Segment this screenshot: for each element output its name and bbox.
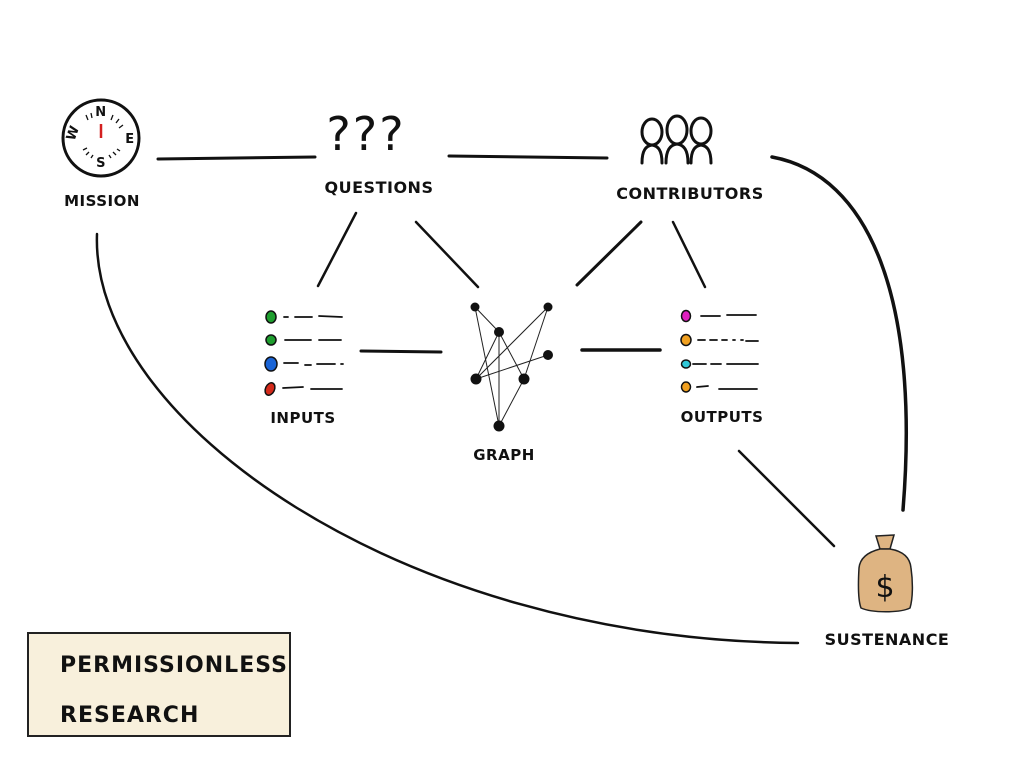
node-inputs: INPUTS: [264, 310, 344, 427]
compass-south: S: [96, 156, 106, 171]
graph-nodes: [470, 302, 553, 432]
input-row: [265, 334, 342, 346]
list-icon: [680, 309, 759, 393]
node-graph: GRAPH: [470, 302, 553, 464]
connector-contributors-outputs: [671, 220, 707, 289]
question-marks-icon: ???: [326, 107, 405, 161]
connector-questions-inputs: [316, 211, 358, 288]
money-bag-icon: $: [857, 534, 914, 613]
title-line-2: RESEARCH: [60, 703, 199, 728]
label-mission: MISSION: [64, 192, 140, 210]
node-sustenance: $ SUSTENANCE: [825, 534, 950, 649]
label-sustenance: SUSTENANCE: [825, 630, 950, 649]
graph-node: [470, 302, 480, 312]
compass-north: N: [95, 105, 106, 120]
title-box: PERMISSIONLESS RESEARCH: [27, 632, 291, 737]
connector-mission-questions: [156, 155, 317, 161]
graph-node: [494, 327, 504, 337]
output-row: [680, 333, 759, 347]
connector-questions-graph: [414, 220, 480, 289]
node-mission: N E S W MISSION: [61, 98, 141, 210]
label-outputs: OUTPUTS: [681, 408, 764, 426]
list-icon: [264, 310, 344, 396]
person-figure: [689, 116, 713, 165]
graph-node: [543, 350, 553, 360]
node-questions: ??? QUESTIONS: [325, 107, 434, 197]
input-row: [264, 382, 343, 396]
output-row: [680, 381, 758, 393]
input-row: [264, 356, 344, 372]
graph-edges: [474, 306, 549, 427]
graph-node: [493, 420, 505, 432]
label-questions: QUESTIONS: [325, 178, 434, 197]
person-figure: [664, 114, 690, 165]
people-icon: [640, 114, 713, 165]
connector-contributors-sustenance: [770, 155, 909, 512]
bullet-dot: [680, 309, 692, 323]
output-row: [680, 309, 757, 323]
title-line-1: PERMISSIONLESS: [60, 653, 288, 678]
connector-contributors-graph: [575, 220, 643, 287]
compass-icon: N E S W: [61, 98, 141, 178]
bullet-dot: [680, 359, 692, 369]
bullet-dot: [680, 333, 692, 347]
connector-mission-sustenance: [95, 232, 800, 645]
graph-node: [543, 302, 553, 312]
person-figure: [640, 117, 664, 165]
output-row: [680, 359, 759, 369]
label-graph: GRAPH: [473, 446, 535, 464]
graph-node: [470, 373, 482, 385]
node-contributors: CONTRIBUTORS: [616, 114, 763, 203]
connector-inputs-graph: [359, 349, 443, 354]
graph-node: [518, 373, 530, 385]
node-outputs: OUTPUTS: [680, 309, 764, 426]
bullet-dot: [265, 334, 277, 346]
connector-questions-contributors: [447, 154, 609, 160]
bullet-dot: [680, 381, 692, 393]
input-row: [265, 310, 343, 324]
connector-outputs-sustenance: [737, 449, 836, 548]
network-graph-icon: [470, 302, 553, 432]
compass-east: E: [125, 132, 134, 147]
bullet-dot: [264, 382, 276, 396]
dollar-sign-icon: $: [875, 570, 894, 605]
connections: [95, 154, 909, 645]
compass-west: W: [64, 124, 83, 143]
bullet-dot: [265, 310, 277, 324]
label-contributors: CONTRIBUTORS: [616, 184, 763, 203]
bullet-dot: [264, 356, 278, 372]
compass-ticks: [82, 112, 124, 159]
label-inputs: INPUTS: [270, 409, 335, 427]
